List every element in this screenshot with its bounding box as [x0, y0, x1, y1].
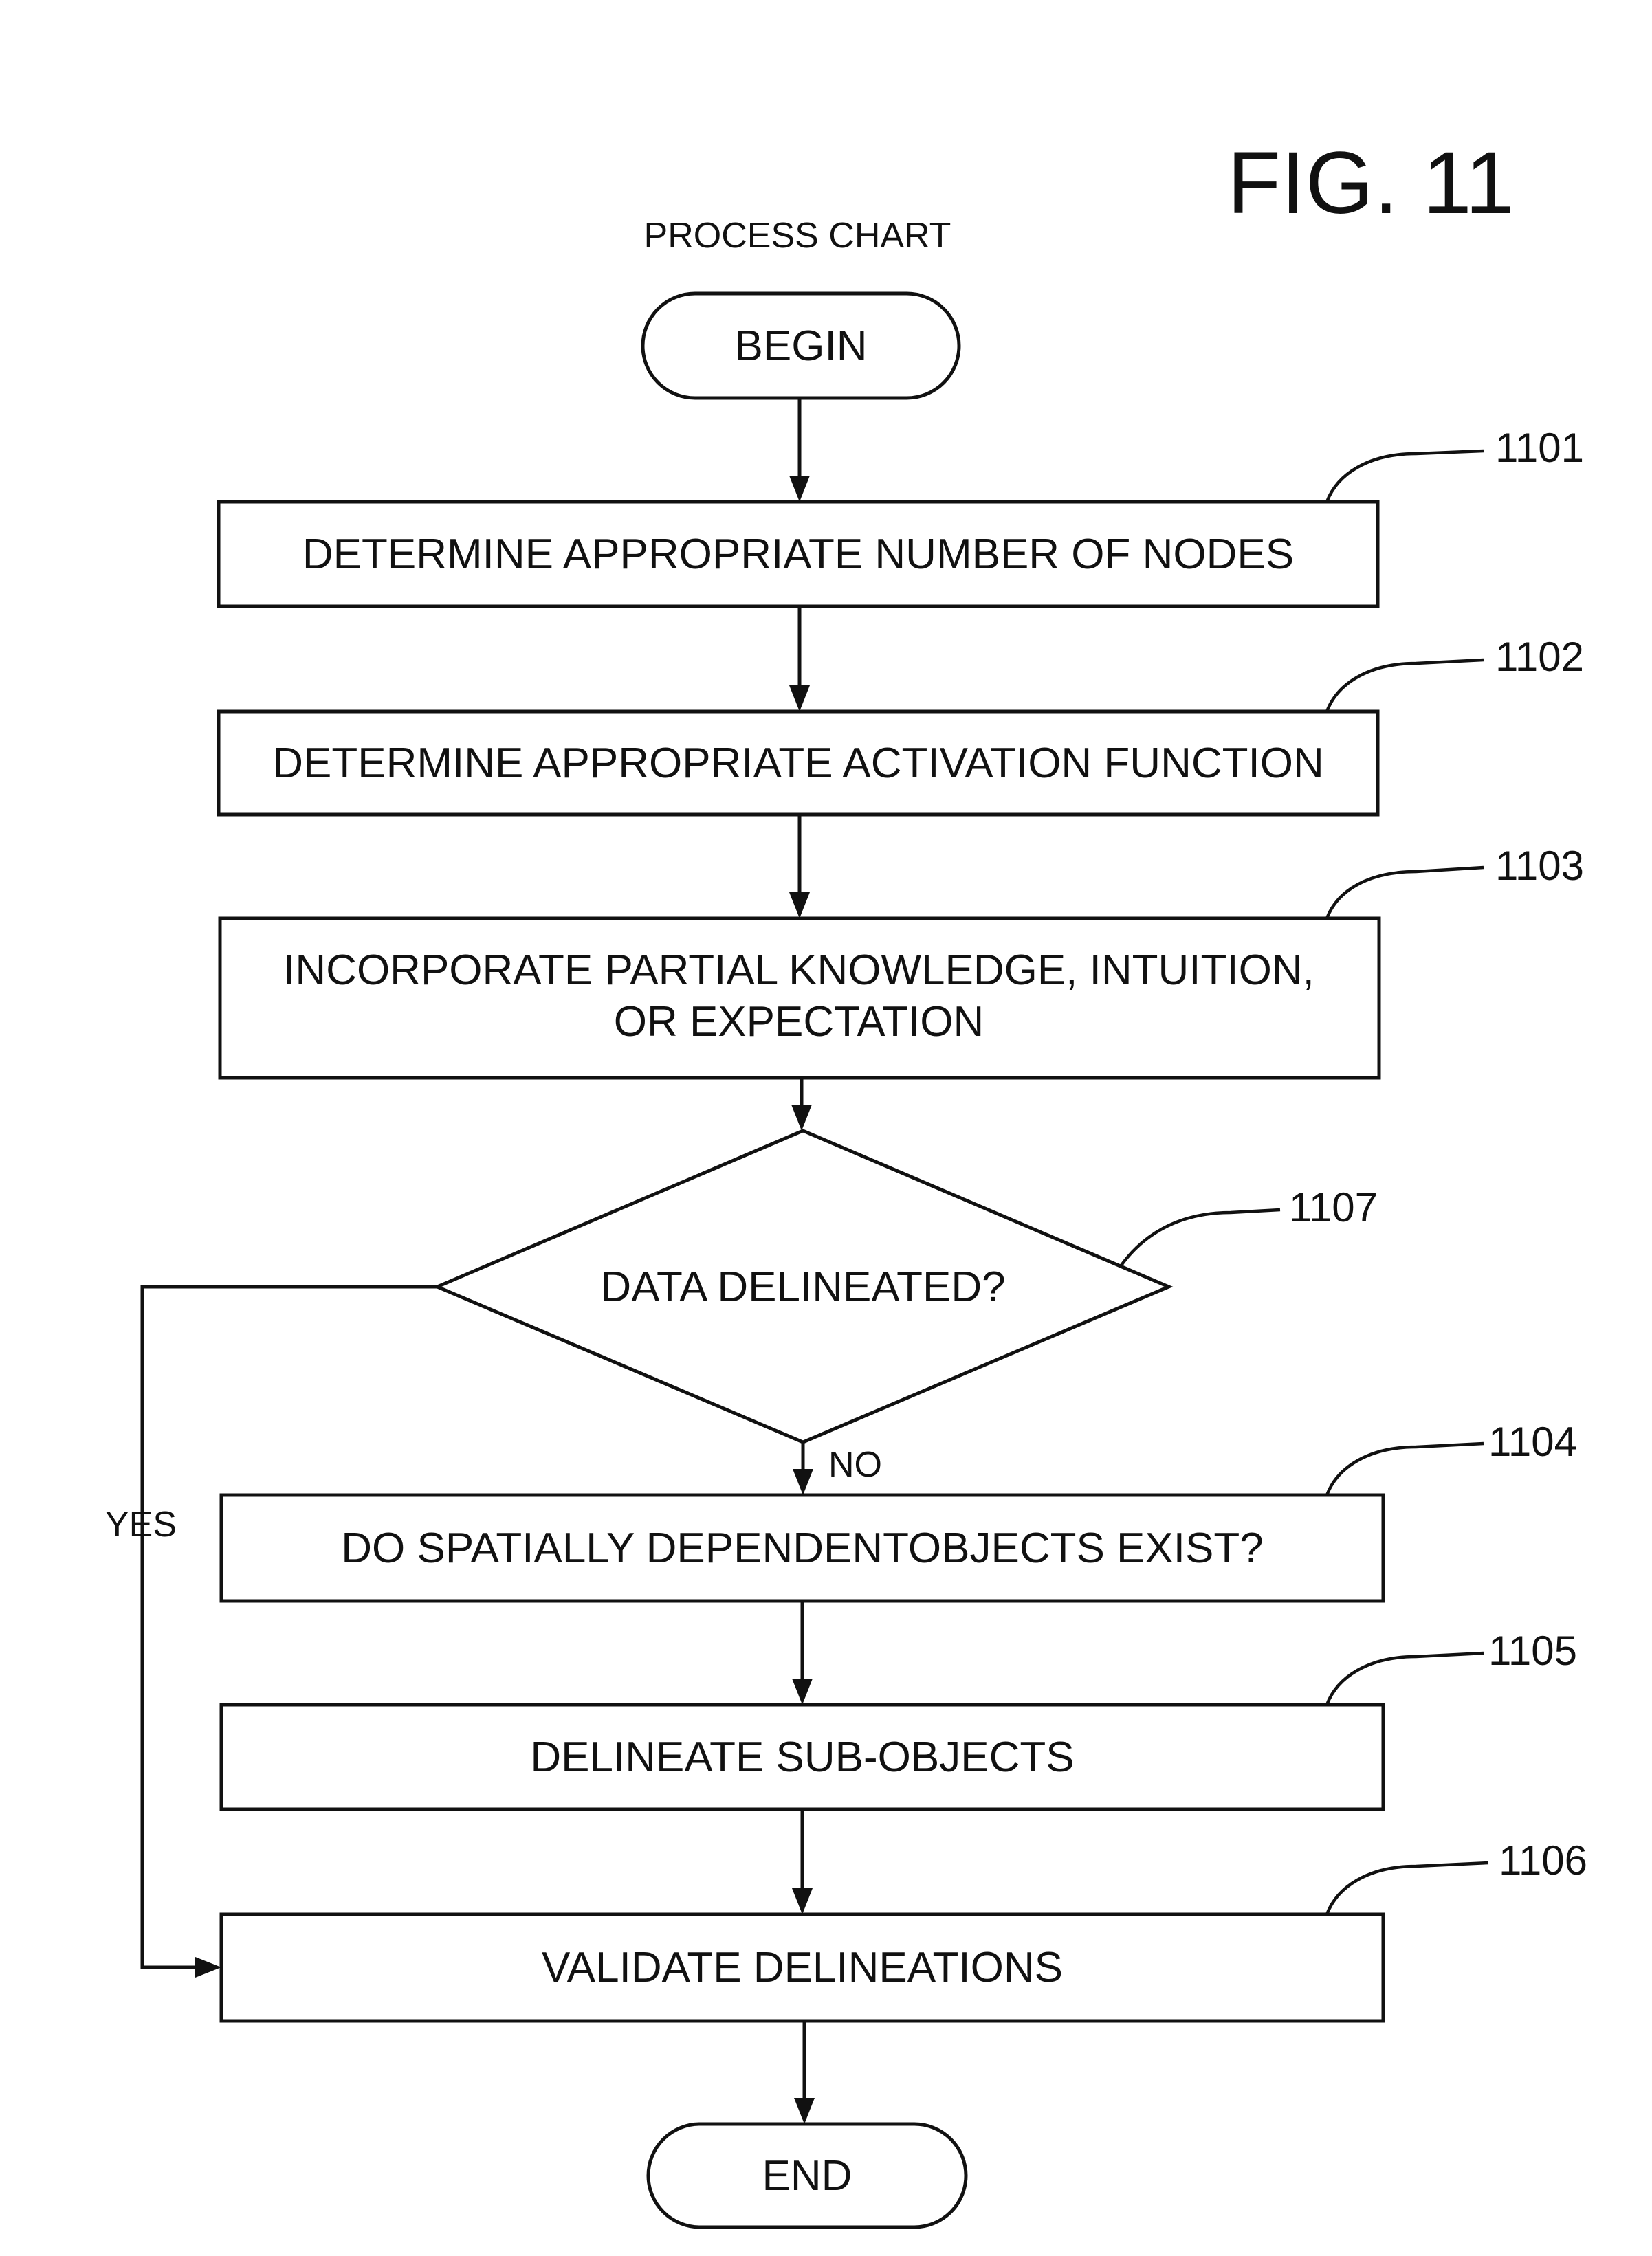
step-1103-text-line-1: INCORPORATE PARTIAL KNOWLEDGE, INTUITION… [283, 947, 1314, 994]
ref-1102: 1102 [1495, 634, 1584, 680]
ref-1107-leader [1119, 1208, 1281, 1268]
decision-question: DATA DELINEATED? [600, 1263, 1005, 1311]
step-1103-box: INCORPORATE PARTIAL KNOWLEDGE, INTUITION… [218, 916, 1381, 1080]
step-1101-box: DETERMINE APPROPRIATE NUMBER OF NODES [217, 500, 1380, 608]
ref-1105-leader [1325, 1651, 1484, 1705]
ref-1101: 1101 [1495, 425, 1584, 471]
step-1103-text-line-2: OR EXPECTATION [614, 998, 984, 1046]
step-1105-text: DELINEATE SUB-OBJECTS [530, 1734, 1074, 1781]
ref-1104-leader [1325, 1441, 1484, 1496]
connector-1102-to-1103 [789, 815, 810, 918]
ref-1103-leader [1325, 865, 1484, 919]
step-1105-box: DELINEATE SUB-OBJECTS [219, 1703, 1385, 1811]
end-terminal: END [646, 2122, 968, 2229]
connector-decision-yes-to-1106 [140, 1285, 437, 1978]
ref-1106-leader [1325, 1861, 1489, 1915]
figure-label: FIG. 11 [1227, 134, 1514, 232]
connector-1104-to-1105 [792, 1601, 813, 1705]
step-1104-text: DO SPATIALLY DEPENDENTOBJECTS EXIST? [341, 1525, 1263, 1572]
begin-label: BEGIN [735, 322, 868, 370]
no-label: NO [828, 1445, 882, 1485]
chart-title: PROCESS CHART [644, 216, 951, 256]
ref-1104: 1104 [1488, 1419, 1577, 1465]
ref-1105: 1105 [1488, 1628, 1577, 1674]
step-1104-box: DO SPATIALLY DEPENDENTOBJECTS EXIST? [219, 1493, 1385, 1603]
decision-diamond: DATA DELINEATED? [432, 1129, 1174, 1444]
connector-1105-to-1106 [792, 1809, 813, 1914]
step-1102-text: DETERMINE APPROPRIATE ACTIVATION FUNCTIO… [272, 740, 1323, 787]
ref-1107: 1107 [1289, 1184, 1378, 1230]
ref-1106: 1106 [1499, 1837, 1587, 1883]
step-1102-box: DETERMINE APPROPRIATE ACTIVATION FUNCTIO… [217, 709, 1380, 817]
step-1106-box: VALIDATE DELINEATIONS [219, 1912, 1385, 2023]
ref-1102-leader [1325, 658, 1484, 712]
connector-1101-to-1102 [789, 606, 810, 711]
begin-terminal: BEGIN [641, 291, 961, 400]
step-1101-text: DETERMINE APPROPRIATE NUMBER OF NODES [302, 531, 1294, 578]
connector-1106-to-end [794, 2021, 815, 2124]
ref-1103: 1103 [1495, 843, 1584, 889]
connector-1103-to-decision [791, 1078, 812, 1131]
step-1106-text: VALIDATE DELINEATIONS [542, 1944, 1063, 1991]
connector-decision-no-to-1104 [793, 1442, 813, 1495]
connector-begin-to-1101 [789, 398, 810, 502]
end-label: END [762, 2152, 852, 2200]
ref-1101-leader [1325, 449, 1484, 502]
